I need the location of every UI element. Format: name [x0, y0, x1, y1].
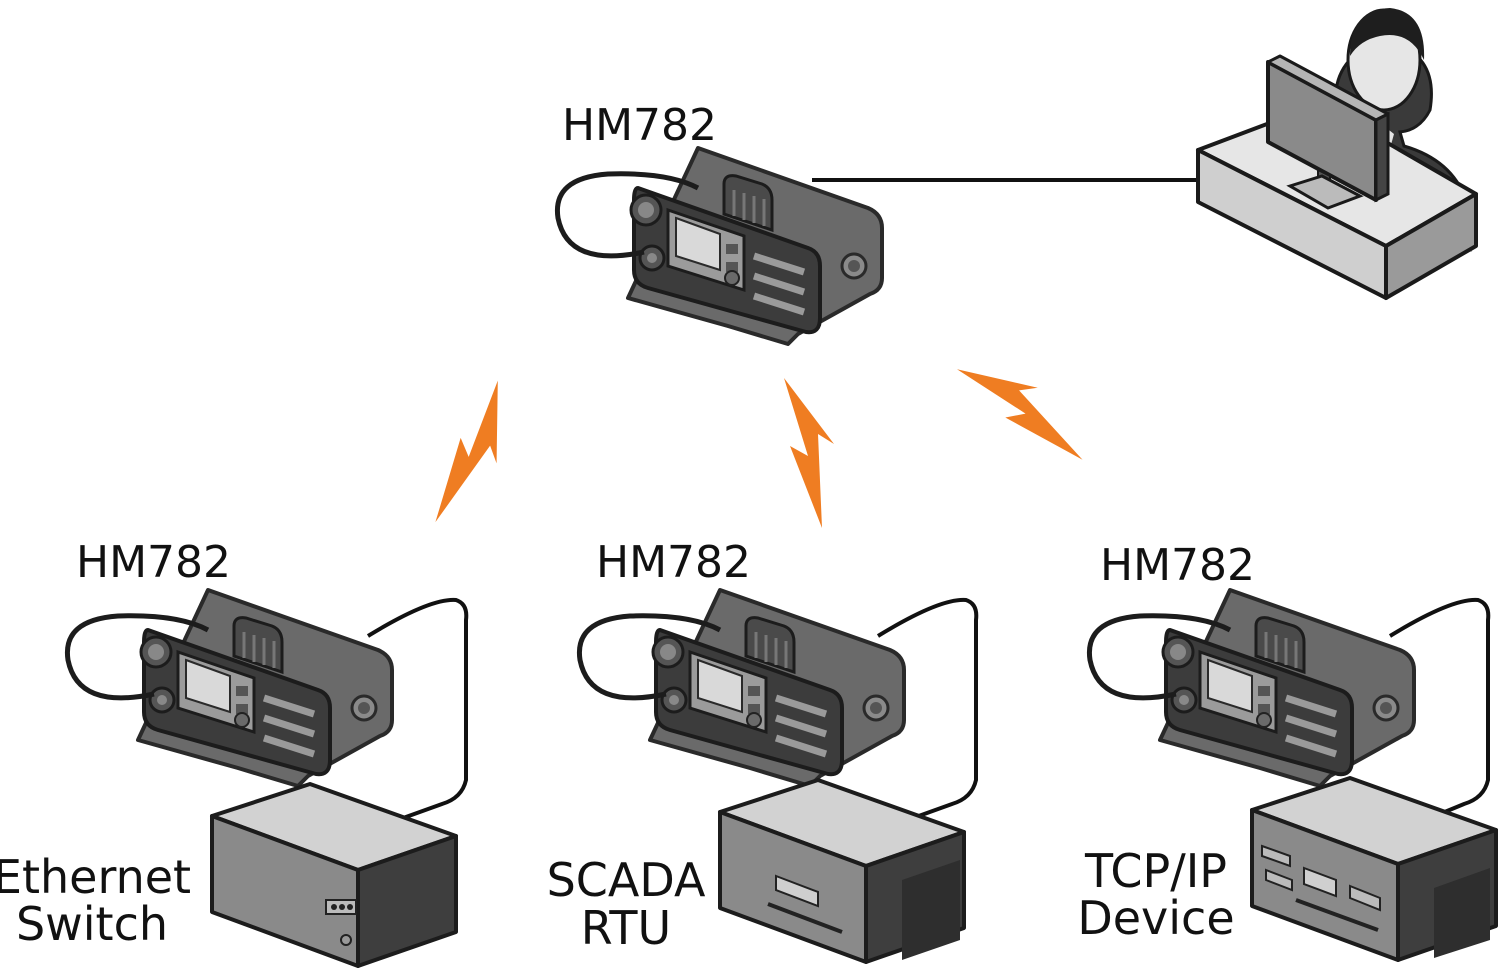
scada-rtu-icon: [718, 778, 966, 964]
wired-link: [366, 597, 469, 824]
ethernet-switch-label-line1: Ethernet: [0, 850, 191, 904]
wired-link: [876, 597, 979, 824]
remote-radio-3: [1089, 590, 1414, 786]
wireless-link-icon: [784, 378, 834, 528]
tcpip-device-icon: [1250, 776, 1498, 962]
tcpip-device-label-line2: Device: [1077, 891, 1234, 945]
operator-workstation-icon: [1196, 8, 1478, 300]
wireless-link-icon: [957, 337, 1092, 485]
remote-radio-1: [67, 590, 392, 786]
wireless-link-icon: [405, 380, 538, 530]
remote-2-radio-label: HM782: [596, 537, 751, 588]
remote-1-radio-label: HM782: [76, 537, 231, 588]
remote-radio-2: [579, 590, 904, 786]
scada-rtu-label-line2: RTU: [581, 901, 671, 955]
base-radio-label: HM782: [562, 100, 717, 151]
remote-3-radio-label: HM782: [1100, 540, 1255, 591]
scada-rtu-label-line1: SCADA: [547, 853, 706, 907]
tcpip-device-label-line1: TCP/IP: [1084, 844, 1227, 898]
ethernet-switch-label-line2: Switch: [16, 897, 168, 951]
base-radio: [557, 148, 882, 344]
wired-link: [1388, 597, 1491, 820]
ethernet-switch-icon: [210, 782, 458, 968]
